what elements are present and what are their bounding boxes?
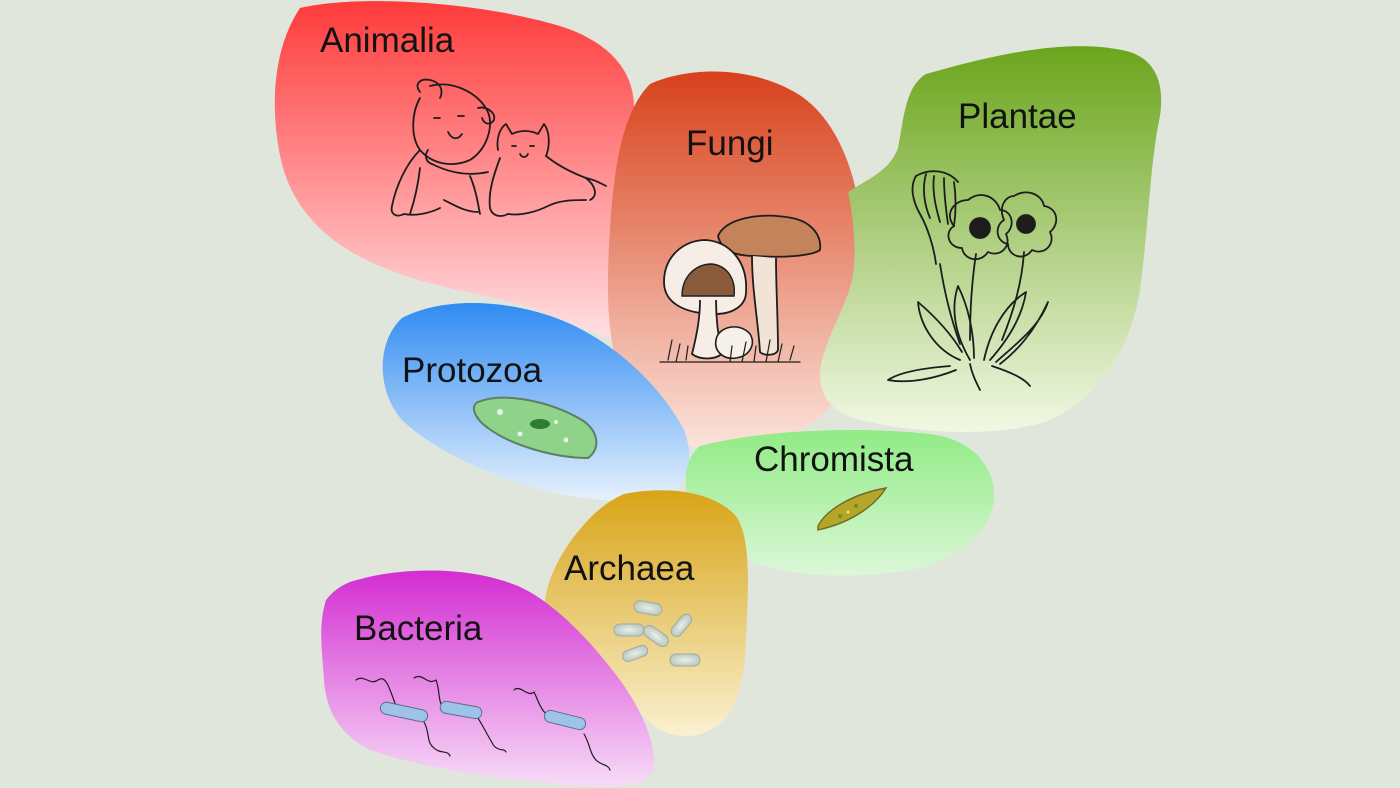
animalia-region bbox=[274, 1, 635, 340]
bacteria-region bbox=[321, 570, 655, 787]
kingdom-protozoa: Protozoa bbox=[382, 303, 690, 501]
flagellated-bacteria-icon bbox=[355, 676, 611, 771]
kingdom-fungi: Fungi bbox=[607, 71, 864, 451]
diatom-icon bbox=[817, 487, 888, 531]
plantae-region bbox=[819, 46, 1162, 433]
paramecium-icon bbox=[472, 396, 598, 460]
protozoa-label: Protozoa bbox=[402, 351, 543, 390]
kingdom-plantae: Plantae bbox=[819, 46, 1162, 433]
kingdom-archaea: Archaea bbox=[544, 490, 748, 737]
kingdom-bacteria: Bacteria bbox=[321, 570, 655, 787]
kingdom-chromista: Chromista bbox=[685, 430, 995, 576]
chromista-label: Chromista bbox=[754, 440, 914, 479]
fungi-label: Fungi bbox=[686, 124, 774, 163]
bacteria-label: Bacteria bbox=[354, 609, 483, 648]
plantae-label: Plantae bbox=[958, 97, 1077, 136]
kingdom-animalia: Animalia bbox=[274, 1, 635, 340]
mushroom-icon bbox=[659, 214, 822, 363]
animalia-label: Animalia bbox=[320, 21, 455, 60]
archaea-rods-icon bbox=[613, 600, 701, 667]
flower-plant-icon bbox=[887, 170, 1058, 391]
dog-and-cat-icon bbox=[390, 78, 607, 217]
chromista-region bbox=[685, 430, 995, 576]
archaea-label: Archaea bbox=[564, 549, 695, 588]
